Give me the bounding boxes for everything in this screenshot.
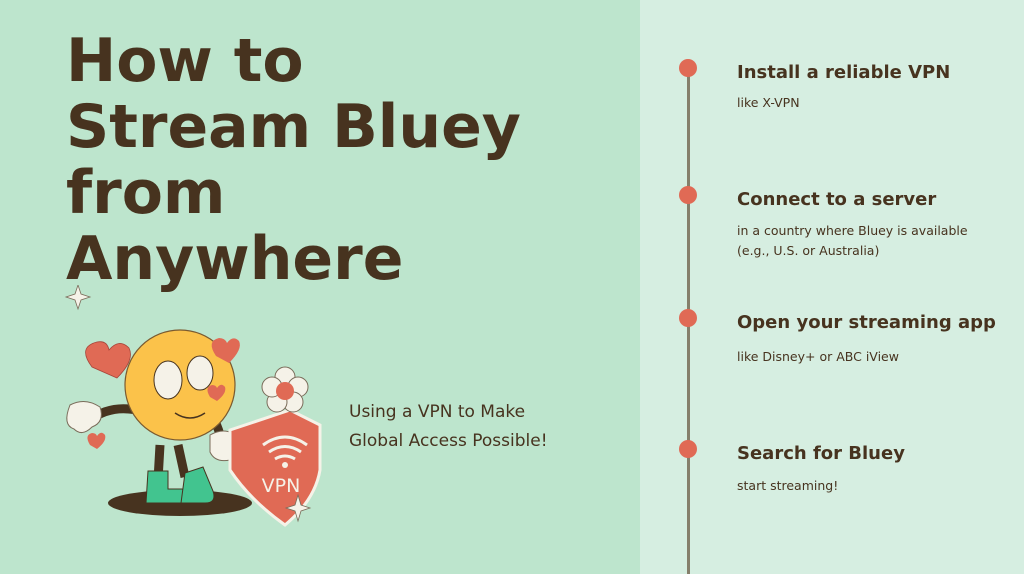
subtitle-line: Using a VPN to Make	[349, 402, 526, 422]
timeline-dot	[679, 309, 697, 327]
sparkle-icon	[284, 493, 312, 523]
step-title: Connect to a server	[737, 189, 937, 210]
title-line: from	[66, 158, 226, 228]
shield-label: VPN	[262, 475, 301, 497]
step-desc: like Disney+ or ABC iView	[737, 349, 899, 364]
timeline-dot	[679, 59, 697, 77]
heart-icon	[85, 341, 131, 379]
title-line: Anywhere	[66, 224, 404, 294]
sparkle-icon	[64, 285, 92, 311]
step-3: Open your streaming app like Disney+ or …	[737, 311, 1007, 367]
heart-icon	[211, 338, 240, 363]
title-line: How to	[66, 26, 304, 96]
subtitle-line: Global Access Possible!	[349, 431, 548, 451]
timeline-dot	[679, 186, 697, 204]
step-1: Install a reliable VPN like X-VPN	[737, 61, 1007, 113]
mascot-illustration: VPN	[64, 285, 322, 527]
step-2: Connect to a server in a country where B…	[737, 188, 1007, 261]
timeline-dot	[679, 440, 697, 458]
step-desc: like X-VPN	[737, 95, 800, 110]
subtitle: Using a VPN to Make Global Access Possib…	[349, 398, 548, 456]
step-title: Search for Bluey	[737, 443, 905, 464]
step-title: Install a reliable VPN	[737, 62, 951, 83]
heart-icon	[87, 432, 106, 449]
boots	[145, 466, 215, 504]
glove-left	[66, 401, 102, 433]
step-desc: start streaming!	[737, 478, 839, 493]
flower-icon	[261, 366, 309, 413]
step-title: Open your streaming app	[737, 312, 996, 333]
right-panel	[640, 0, 1024, 574]
heart-icon	[207, 384, 226, 401]
page-title: How to Stream Bluey from Anywhere	[66, 28, 521, 292]
step-4: Search for Bluey start streaming!	[737, 442, 1007, 496]
step-desc: in a country where Bluey is available	[737, 223, 968, 238]
step-desc: (e.g., U.S. or Australia)	[737, 243, 880, 258]
left-panel	[0, 0, 640, 574]
title-line: Stream Bluey	[66, 92, 521, 162]
